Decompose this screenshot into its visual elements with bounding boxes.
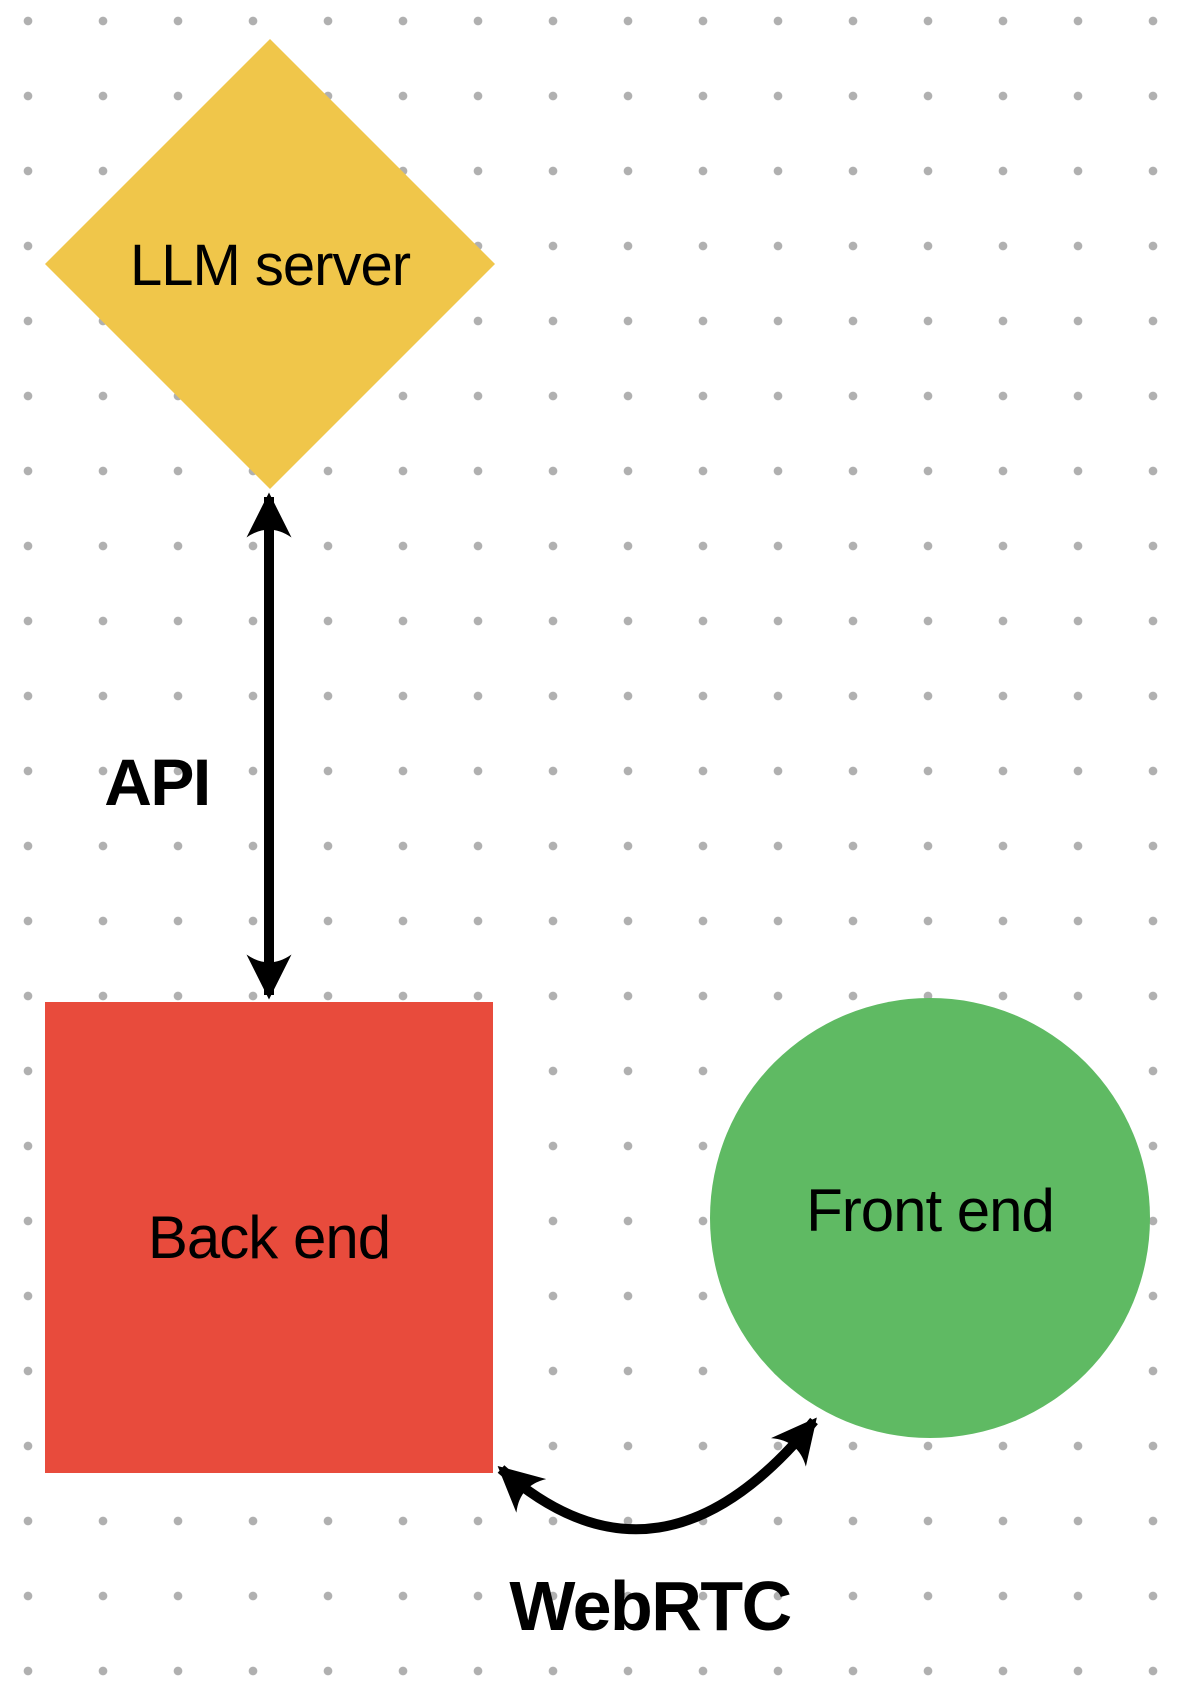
- edge-api[interactable]: API: [104, 492, 292, 1000]
- node-llm-server[interactable]: LLM server: [45, 39, 495, 489]
- node-label-front-end: Front end: [806, 1177, 1054, 1244]
- square-shape-back-end[interactable]: [45, 1002, 493, 1473]
- node-label-llm-server: LLM server: [130, 233, 411, 298]
- webrtc-arrow[interactable]: [497, 1417, 818, 1535]
- node-front-end[interactable]: Front end: [710, 998, 1150, 1438]
- edge-label-api: API: [104, 745, 210, 819]
- circle-shape-front-end[interactable]: [710, 998, 1150, 1438]
- edge-label-webrtc: WebRTC: [509, 1567, 790, 1645]
- node-label-back-end: Back end: [148, 1204, 390, 1271]
- node-back-end[interactable]: Back end: [45, 1002, 493, 1473]
- edge-webrtc[interactable]: WebRTC: [497, 1417, 818, 1645]
- diamond-shape-llm-server[interactable]: [45, 39, 495, 489]
